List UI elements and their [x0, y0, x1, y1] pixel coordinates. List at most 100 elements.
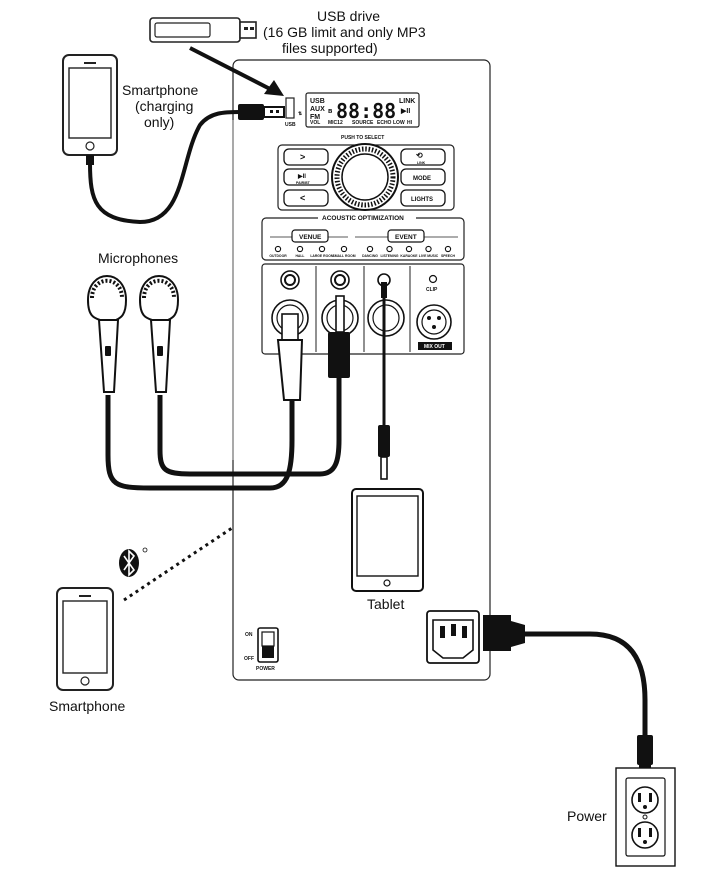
- mic2-gain-knob[interactable]: [330, 270, 350, 290]
- event-led-3: [425, 245, 432, 253]
- usb-drive-icon: [149, 17, 257, 43]
- usb-drive-label: USB drive: [317, 8, 380, 24]
- lcd-vol-indicator: VOL: [310, 120, 320, 126]
- event-led-4: [444, 245, 452, 253]
- master-knob[interactable]: [331, 143, 399, 211]
- microphones-label: Microphones: [98, 250, 178, 266]
- event-led-label-1: LISTENING: [380, 254, 398, 258]
- venue-button[interactable]: VENUE: [291, 229, 329, 243]
- mix-out-xlr-jack[interactable]: [416, 304, 452, 340]
- play-pause-button[interactable]: ▶II PAIR/BT: [283, 168, 329, 186]
- acoustic-optimization-title: ACOUSTIC OPTIMIZATION: [322, 215, 404, 222]
- push-to-select-label: PUSH TO SELECT: [341, 135, 384, 141]
- event-led-1: [386, 245, 393, 253]
- event-led-label-3: LIVE MUSIC: [419, 254, 439, 258]
- aux-plug-body: [378, 425, 390, 457]
- lcd-usb-indicator: USB: [310, 98, 325, 105]
- bluetooth-lcd-icon: ʙ: [328, 108, 333, 115]
- lcd-play-indicator: ▶II: [400, 108, 410, 115]
- xlr-plug: [276, 313, 304, 401]
- venue-led-1: [296, 245, 304, 253]
- venue-led-label-0: OUTDOOR: [269, 254, 287, 258]
- event-led-label-4: SPEECH: [441, 254, 455, 258]
- venue-led-label-2: LARGE ROOM: [310, 254, 334, 258]
- wall-outlet-icon: [615, 767, 676, 867]
- power-off-label: OFF: [244, 656, 254, 662]
- lcd-low-indicator: LOW: [393, 120, 405, 126]
- lcd-link-indicator: LINK: [399, 98, 415, 105]
- event-led-label-2: KARAOKE: [400, 254, 418, 258]
- svg-text:MODE: MODE: [413, 176, 431, 182]
- clip-led: [428, 274, 438, 284]
- lcd-echo-indicator: ECHO: [377, 120, 392, 126]
- lcd-fm-indicator: FM: [310, 114, 320, 121]
- event-led-label-0: DANCING: [362, 254, 378, 258]
- mic1-cable: [105, 395, 295, 491]
- link-button[interactable]: ⟲ LINK: [400, 148, 446, 166]
- power-label: Power: [567, 808, 607, 824]
- usb-arrow-line: [189, 46, 273, 92]
- quarter-inch-plug-mic: [328, 295, 350, 378]
- mode-button[interactable]: MODE: [400, 168, 446, 186]
- lcd-digits: 88:88: [336, 99, 396, 123]
- aux-plug-top: [381, 282, 387, 298]
- event-led-2: [405, 245, 413, 253]
- venue-led-label-1: HALL: [295, 254, 304, 258]
- usb-port: [285, 97, 295, 119]
- power-inlet: [426, 610, 480, 664]
- repeat-icon: ⟲: [416, 151, 423, 160]
- smartphone-charging-icon: [62, 54, 118, 156]
- tablet-label: Tablet: [367, 596, 404, 612]
- svg-text:VENUE: VENUE: [299, 234, 322, 241]
- aux-plug-tip: [380, 456, 388, 480]
- power-switch[interactable]: [257, 627, 279, 663]
- aux-gain-knob[interactable]: [367, 299, 405, 337]
- power-on-label: ON: [245, 632, 253, 638]
- svg-text:PAIR/BT: PAIR/BT: [296, 181, 311, 185]
- lcd-source-indicator: SOURCE: [352, 120, 374, 126]
- event-led-0: [366, 245, 374, 253]
- lcd-hi-indicator: HI: [407, 120, 413, 126]
- usb-limit-note-line1: (16 GB limit and only MP3: [263, 24, 426, 40]
- usb-cable-plug: [238, 104, 285, 120]
- mic1-gain-knob[interactable]: [280, 270, 300, 290]
- event-button[interactable]: EVENT: [387, 229, 425, 243]
- charging-cable-plug-phone: [86, 155, 94, 165]
- mic2-cable: [157, 378, 342, 477]
- svg-text:>: >: [300, 152, 305, 162]
- lcd-mic12-indicator: MIC12: [328, 120, 343, 126]
- usb-limit-note-line2: files supported): [282, 40, 378, 56]
- venue-led-label-3: SMALL ROOM: [332, 254, 355, 258]
- svg-text:<: <: [300, 193, 305, 203]
- lights-button[interactable]: LIGHTS: [400, 189, 446, 207]
- bluetooth-signal-dots: [123, 526, 233, 602]
- tablet-icon: [351, 488, 424, 592]
- previous-button[interactable]: <: [283, 189, 329, 207]
- smartphone-charging-label-line2: (charging: [135, 98, 193, 114]
- charging-cable: [88, 110, 241, 225]
- smartphone-charging-label-line3: only): [144, 114, 174, 130]
- lcd-display: [305, 92, 420, 128]
- next-button[interactable]: >: [283, 148, 329, 166]
- power-cord-plug: [483, 615, 525, 651]
- venue-led-3: [340, 245, 348, 253]
- usb-port-label: USB: [285, 122, 296, 128]
- input-jacks-panel: [261, 263, 465, 355]
- smartphone-charging-label-line1: Smartphone: [122, 82, 198, 98]
- mix-out-label: MIX OUT: [424, 344, 445, 350]
- smartphone-bluetooth-label: Smartphone: [49, 698, 125, 714]
- bluetooth-icon: [119, 547, 148, 577]
- venue-led-2: [318, 245, 326, 253]
- power-cord: [525, 631, 648, 735]
- svg-text:LIGHTS: LIGHTS: [411, 197, 433, 203]
- usb-arrow-head: [264, 80, 284, 96]
- venue-led-0: [274, 245, 282, 253]
- svg-text:LINK: LINK: [417, 161, 426, 165]
- microphone-1-icon: [86, 275, 128, 393]
- power-switch-label: POWER: [256, 666, 275, 672]
- svg-text:EVENT: EVENT: [395, 234, 417, 241]
